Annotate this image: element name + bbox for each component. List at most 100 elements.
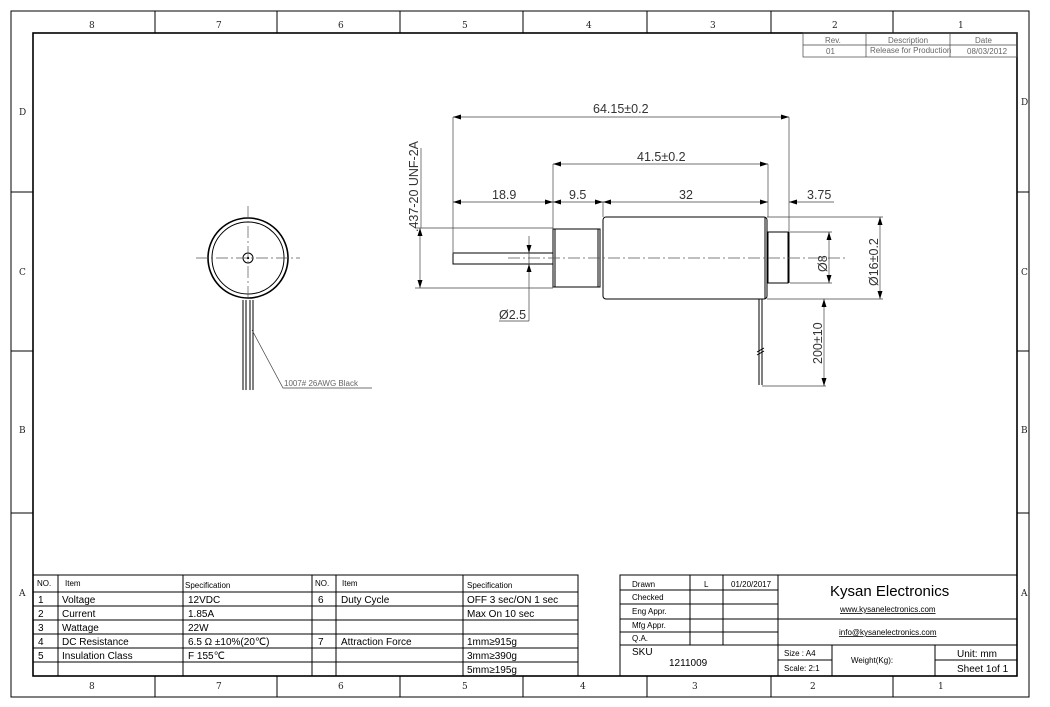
- title-block: Kysan Electronics www.kysanelectronics.c…: [619, 574, 1018, 677]
- row-specification: OFF 3 sec/ON 1 sec: [467, 595, 558, 606]
- dim-rear-diameter: Ø8: [816, 255, 830, 272]
- dim-body-length: 41.5±0.2: [637, 150, 686, 164]
- inner-border: [32, 32, 1018, 677]
- table-row: 4 DC Resistance 6.5 Ω ±10%(20℃) 7 Attraction…: [38, 637, 517, 648]
- row-specification: 1.85A: [188, 609, 214, 620]
- zone-col-6: 6: [338, 21, 344, 31]
- rev-description: Release for Production: [870, 46, 951, 55]
- header-item: Item: [65, 579, 81, 588]
- wire-spec-label: 1007# 26AWG Black: [284, 379, 359, 388]
- row-no: 5: [38, 651, 44, 662]
- dim-lead-length: 200±10: [811, 322, 825, 364]
- zone-row-a: A: [1020, 589, 1028, 599]
- approval-row: Q.A.: [632, 634, 648, 643]
- zone-col-4: 4: [586, 21, 592, 31]
- row-item: Current: [62, 609, 96, 620]
- dim-body-diameter: Ø16±0.2: [867, 238, 881, 286]
- company-website-link[interactable]: www.kysanelectronics.com: [839, 605, 936, 614]
- spec-table: NO. Item Specification NO. Item Specific…: [32, 574, 579, 677]
- dim-coil-length: 32: [679, 188, 693, 202]
- zone-col-8: 8: [89, 682, 95, 692]
- row-no: 4: [38, 637, 44, 648]
- rev-date: 08/03/2012: [967, 47, 1008, 56]
- row-no: 3: [38, 623, 44, 634]
- side-view: [452, 216, 848, 385]
- zone-row-a: A: [18, 589, 26, 599]
- approval-row: Drawn L 01/20/2017: [632, 580, 772, 589]
- company-name: Kysan Electronics: [830, 583, 949, 600]
- sheet-size: Size : A4: [784, 649, 816, 658]
- dim-plunger-diameter: Ø2.5: [499, 308, 526, 322]
- header-specification: Specification: [185, 581, 230, 590]
- company-email-link[interactable]: info@kysanelectronics.com: [839, 628, 937, 637]
- zone-labels-side: D C B A D C B A: [18, 98, 1028, 599]
- approval-date: 01/20/2017: [731, 580, 772, 589]
- zone-labels-bottom: 8 7 6 5 4 3 2 1: [89, 682, 944, 692]
- drawing-scale: Scale: 2:1: [784, 664, 820, 673]
- approval-initials: L: [704, 580, 709, 589]
- approval-row: Mfg Appr.: [632, 621, 666, 630]
- zone-row-d: D: [1021, 98, 1028, 108]
- row-specification: 22W: [188, 623, 209, 634]
- row-item: Attraction Force: [341, 637, 412, 648]
- zone-col-2: 2: [832, 21, 838, 31]
- row-item: Voltage: [62, 595, 96, 606]
- zone-col-1: 1: [958, 21, 964, 31]
- approval-role: Checked: [632, 593, 664, 602]
- dim-thread-spec: .437-20 UNF-2A: [407, 140, 421, 232]
- plunger: [452, 252, 554, 265]
- row-no: 6: [318, 595, 324, 606]
- header-item: Item: [342, 579, 358, 588]
- description-header: Description: [888, 36, 928, 45]
- date-header: Date: [975, 36, 992, 45]
- sku-label: SKU: [632, 647, 653, 658]
- row-item: DC Resistance: [62, 637, 129, 648]
- header-specification: Specification: [467, 581, 512, 590]
- row-specification: 3mm≥390g: [467, 651, 517, 662]
- approval-role: Drawn: [632, 580, 655, 589]
- zone-col-3: 3: [710, 21, 716, 31]
- zone-col-6: 6: [338, 682, 344, 692]
- zone-col-5: 5: [462, 21, 468, 31]
- row-specification: 1mm≥915g: [467, 637, 517, 648]
- dim-plunger-length: 18.9: [492, 188, 516, 202]
- row-no: 7: [318, 637, 324, 648]
- row-specification: 5mm≥195g: [467, 665, 517, 676]
- dim-overall-length: 64.15±0.2: [593, 102, 649, 116]
- zone-col-1: 1: [938, 682, 944, 692]
- header-no: NO.: [37, 579, 51, 588]
- row-specification: F 155℃: [188, 651, 225, 662]
- table-row: 5mm≥195g: [467, 665, 517, 676]
- row-item: Duty Cycle: [341, 595, 390, 606]
- zone-row-d: D: [19, 108, 26, 118]
- row-specification: 6.5 Ω ±10%(20℃): [188, 637, 269, 648]
- row-specification: 12VDC: [188, 595, 220, 606]
- zone-col-7: 7: [216, 682, 222, 692]
- approval-row: Checked: [632, 593, 664, 602]
- row-item: Insulation Class: [62, 651, 133, 662]
- zone-labels-top: 8 7 6 5 4 3 2 1: [89, 21, 964, 31]
- dimensions: 64.15±0.2 41.5±0.2 18.9 9.5 32 3.75 .437…: [407, 102, 883, 387]
- zone-ticks: [11, 11, 1029, 697]
- table-row: 3 Wattage 22W: [38, 623, 209, 634]
- sku-value: 1211009: [669, 658, 708, 669]
- rev-value: 01: [826, 47, 835, 56]
- zone-col-3: 3: [692, 682, 698, 692]
- unit-label: Unit: mm: [957, 649, 997, 660]
- approval-row: Eng Appr.: [632, 607, 667, 616]
- row-item: Wattage: [62, 623, 99, 634]
- dim-nut-length: 9.5: [569, 188, 586, 202]
- row-specification: Max On 10 sec: [467, 609, 534, 620]
- zone-col-5: 5: [462, 682, 468, 692]
- header-no: NO.: [315, 579, 329, 588]
- zone-col-2: 2: [810, 682, 816, 692]
- dim-rear-length: 3.75: [807, 188, 831, 202]
- zone-row-b: B: [1021, 426, 1028, 436]
- zone-row-c: C: [19, 268, 26, 278]
- rear-boss: [767, 231, 789, 284]
